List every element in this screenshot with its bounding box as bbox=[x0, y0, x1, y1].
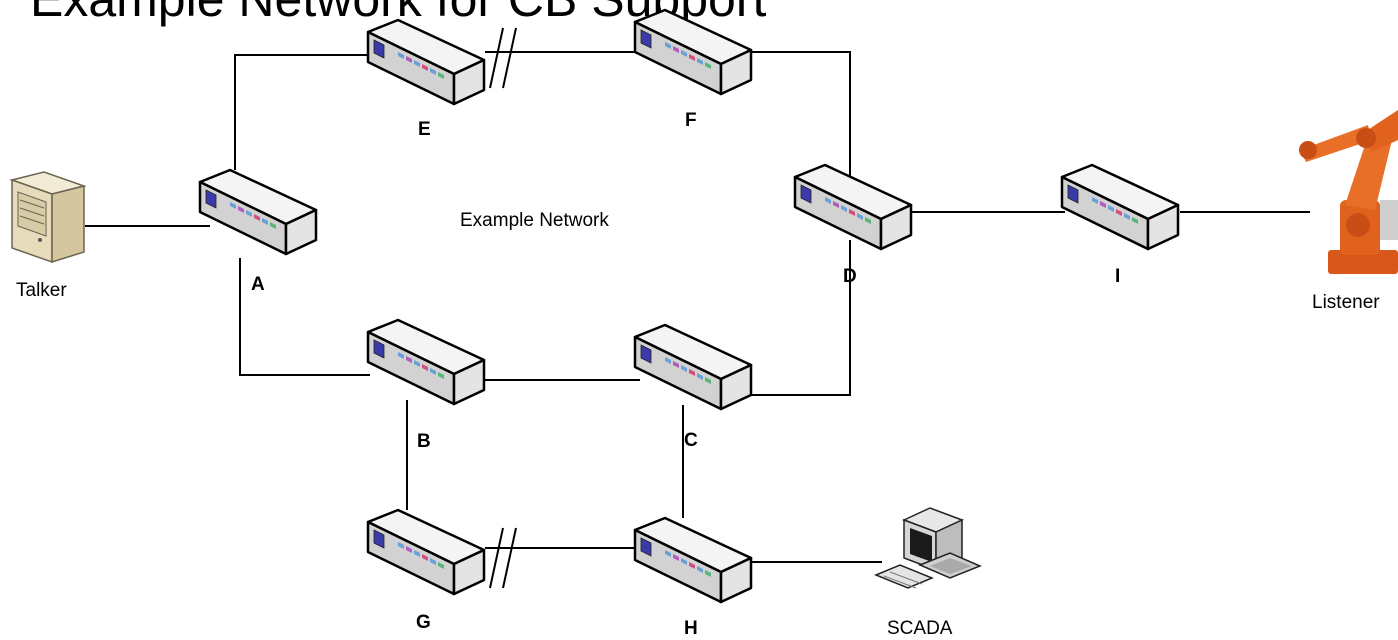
link-c-d bbox=[750, 240, 851, 396]
switch-g-icon bbox=[366, 508, 486, 596]
switch-label-a: A bbox=[251, 274, 265, 295]
desktop-computer-icon bbox=[874, 507, 982, 589]
switch-label-b: B bbox=[417, 431, 431, 452]
link-f-d bbox=[750, 51, 851, 178]
scada-label: SCADA bbox=[887, 618, 953, 639]
switch-h-icon bbox=[633, 516, 753, 604]
switch-label-g: G bbox=[416, 612, 431, 633]
switch-a-icon bbox=[198, 168, 318, 256]
industrial-robot-arm-icon bbox=[1299, 110, 1398, 274]
link-a-b bbox=[239, 258, 370, 376]
server-tower-icon bbox=[9, 171, 87, 264]
switch-b-icon bbox=[366, 318, 486, 406]
switch-e-icon bbox=[366, 18, 486, 106]
switch-label-h: H bbox=[684, 618, 698, 639]
switch-label-i: I bbox=[1115, 266, 1120, 287]
link-break-marker-g-h bbox=[489, 527, 517, 589]
switch-i-icon bbox=[1060, 163, 1180, 251]
switch-label-d: D bbox=[843, 266, 857, 287]
talker-label: Talker bbox=[16, 280, 67, 301]
switch-label-c: C bbox=[684, 430, 698, 451]
network-caption: Example Network bbox=[460, 210, 609, 231]
listener-label: Listener bbox=[1312, 292, 1380, 313]
switch-d-icon bbox=[793, 163, 913, 251]
switch-c-icon bbox=[633, 323, 753, 411]
network-links bbox=[85, 51, 1310, 563]
switch-label-e: E bbox=[418, 119, 431, 140]
switch-label-f: F bbox=[685, 110, 697, 131]
link-break-marker-e-f bbox=[489, 27, 517, 89]
link-a-e bbox=[234, 54, 370, 170]
